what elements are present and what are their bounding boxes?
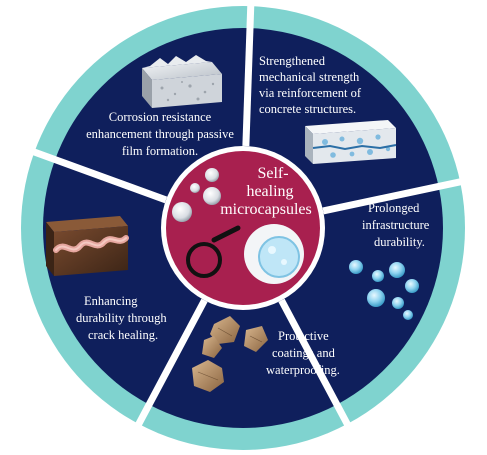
magnifying-glass-icon (186, 225, 241, 278)
segment-crack-healing: Enhancing durability through crack heali… (46, 216, 167, 342)
segment-divider (242, 4, 255, 147)
center-circle (166, 151, 320, 305)
segment-strength-line-1: Strengthened (259, 54, 326, 68)
segment-strength-line-3: via reinforcement of (259, 86, 362, 100)
segment-strength-line-2: mechanical strength (259, 70, 360, 84)
segment-divider (322, 178, 463, 215)
magnified-capsule-icon (244, 224, 304, 284)
segment-divider (134, 298, 208, 428)
capsule-bubbles-icon (172, 168, 221, 222)
center-title-line-1: Self- (257, 165, 288, 182)
healed-crack-rock-icon (46, 216, 129, 276)
segment-durability-line-2: infrastructure (362, 218, 430, 232)
segment-durability-line-1: Prolonged (368, 201, 420, 215)
segment-coatings-line-3: waterproofing. (266, 363, 340, 377)
segment-crack-healing-line-1: Enhancing (84, 294, 138, 308)
segment-corrosion-line-1: Corrosion resistance (109, 110, 212, 124)
segment-strength: Strengthened mechanical strength via rei… (259, 54, 397, 164)
segment-crack-healing-line-3: crack healing. (88, 328, 158, 342)
segment-dividers (31, 4, 463, 428)
center-title-line-3: microcapsules (220, 201, 312, 218)
segment-coatings: Protective coatings and waterproofing. (192, 316, 340, 392)
segment-coatings-line-2: coatings and (272, 346, 336, 360)
center-title-line-2: healing (246, 183, 293, 200)
segment-durability: Prolonged infrastructure durability. (349, 201, 430, 320)
granular-concrete-block-icon (142, 55, 222, 108)
segment-coatings-line-1: Protective (278, 329, 329, 343)
cracked-concrete-block-icon (305, 120, 397, 164)
segment-divider (31, 148, 168, 204)
segment-corrosion-line-2: enhancement through passive (86, 127, 234, 141)
microcapsule-spheres-icon (349, 260, 419, 320)
center-hub: Self- healing microcapsules (161, 146, 325, 310)
segment-crack-healing-line-2: durability through (76, 311, 167, 325)
segment-corrosion-line-3: film formation. (122, 144, 198, 158)
segment-durability-line-3: durability. (374, 235, 425, 249)
coated-aggregate-chips-icon (192, 316, 268, 392)
segment-divider (278, 298, 352, 428)
segment-corrosion: Corrosion resistance enhancement through… (86, 55, 234, 158)
segment-strength-line-4: concrete structures. (259, 102, 356, 116)
